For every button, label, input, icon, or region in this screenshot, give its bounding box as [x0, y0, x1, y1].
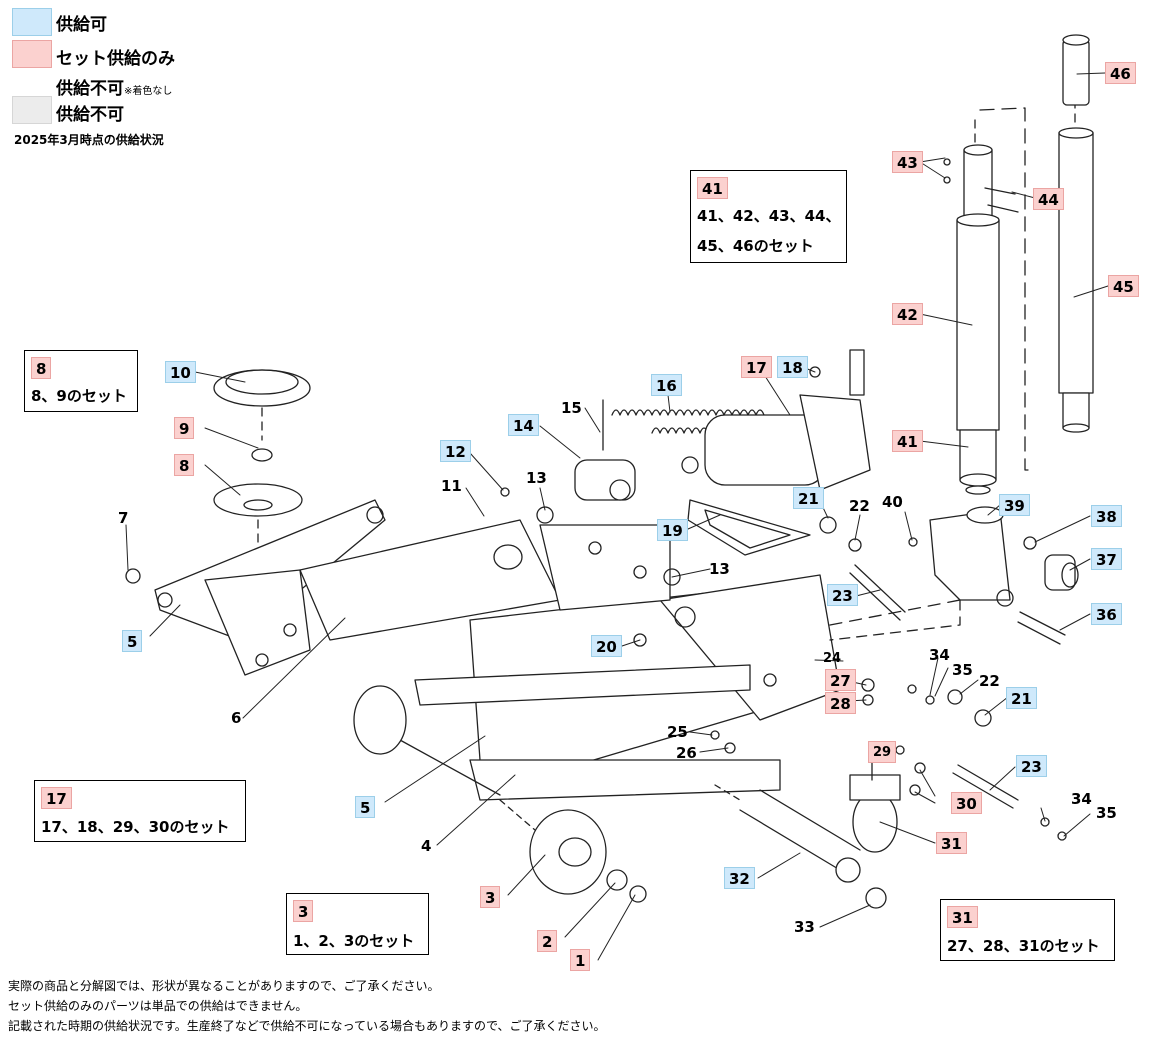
- part-tag: 5: [122, 630, 143, 652]
- part-tag: 14: [508, 414, 539, 436]
- part-tag: 2: [537, 930, 558, 952]
- legend-label-unavailable-gray: 供給不可: [56, 105, 124, 125]
- set-box-line: 1、2、3のセット: [293, 932, 415, 950]
- part-tag: 42: [892, 303, 923, 325]
- part-tag: 7: [118, 509, 129, 527]
- set-box-8: 8 8、9のセット: [24, 350, 138, 412]
- part-tag: 24: [823, 651, 842, 666]
- handle-bracket: [829, 506, 1079, 645]
- footer-note: 記載された時期の供給状況です。生産終了などで供給不可になっている場合もありますの…: [8, 1019, 606, 1033]
- legend-date-note: 2025年3月時点の供給状況: [14, 133, 164, 147]
- part-tag: 41: [892, 430, 923, 452]
- part-tag: 18: [777, 356, 808, 378]
- part-tag: 19: [657, 519, 688, 541]
- part-tag: 13: [709, 560, 730, 578]
- set-box-3: 3 1、2、3のセット: [286, 893, 429, 955]
- column-assembly-41-46: [943, 34, 1094, 495]
- set-box-line: 41、42、43、44、: [697, 207, 841, 225]
- set-box-number: 41: [697, 177, 728, 199]
- part-tag: 38: [1091, 505, 1122, 527]
- part-tag: 44: [1033, 188, 1064, 210]
- legend-label-unavailable: 供給不可: [56, 79, 124, 99]
- part-tag: 3: [480, 886, 501, 908]
- part-tag: 29: [868, 741, 897, 763]
- part-tag: 36: [1091, 603, 1122, 625]
- set-box-line: 45、46のセット: [697, 237, 814, 255]
- part-tag: 21: [793, 487, 824, 509]
- set-box-line: 17、18、29、30のセット: [41, 818, 230, 836]
- part-tag: 33: [794, 918, 815, 936]
- part-tag: 23: [1016, 755, 1047, 777]
- part-tag: 15: [561, 399, 582, 417]
- set-box-17: 17 17、18、29、30のセット: [34, 780, 246, 842]
- part-tag: 25: [667, 723, 688, 741]
- set-box-number: 3: [293, 900, 314, 922]
- legend-note-uncolored: ※着色なし: [124, 86, 173, 97]
- hydraulic-unit: [574, 349, 871, 501]
- set-box-line: 8、9のセット: [31, 387, 127, 405]
- legend-swatch-unavailable: [12, 96, 52, 124]
- part-tag: 26: [676, 744, 697, 762]
- part-tag: 22: [979, 672, 1000, 690]
- part-tag: 40: [882, 493, 903, 511]
- set-box-number: 17: [41, 787, 72, 809]
- part-tag: 30: [951, 792, 982, 814]
- part-tag: 32: [724, 867, 755, 889]
- part-tag: 46: [1105, 62, 1136, 84]
- set-box-31: 31 27、28、31のセット: [940, 899, 1115, 961]
- part-tag: 22: [849, 497, 870, 515]
- part-tag: 20: [591, 635, 622, 657]
- part-tag: 11: [441, 477, 462, 495]
- part-tag: 10: [165, 361, 196, 383]
- part-tag: 12: [440, 440, 471, 462]
- part-tag: 43: [892, 151, 923, 173]
- legend-label-set-only: セット供給のみ: [56, 49, 175, 69]
- set-box-41: 41 41、42、43、44、 45、46のセット: [690, 170, 847, 263]
- legend-swatch-available: [12, 8, 52, 36]
- part-tag: 45: [1108, 275, 1139, 297]
- part-tag: 17: [741, 356, 772, 378]
- footer-note: 実際の商品と分解図では、形状が異なることがありますので、ご了承ください。: [8, 979, 440, 993]
- legend-swatch-set-only: [12, 40, 52, 68]
- part-tag: 34: [1071, 790, 1092, 808]
- part-tag: 34: [929, 646, 950, 664]
- part-tag: 35: [1096, 804, 1117, 822]
- part-tag: 27: [825, 669, 856, 691]
- part-tag: 31: [936, 832, 967, 854]
- part-tag: 23: [827, 584, 858, 606]
- part-tag: 39: [999, 494, 1030, 516]
- legend-label-unavailable-uncolored: 供給不可※着色なし: [56, 74, 172, 99]
- part-tag: 1: [570, 949, 591, 971]
- part-tag: 9: [174, 417, 195, 439]
- part-tag: 5: [355, 796, 376, 818]
- part-tag: 6: [231, 709, 242, 727]
- part-tag: 37: [1091, 548, 1122, 570]
- leader-lines: [125, 72, 1109, 961]
- pins-and-fasteners: [500, 366, 1067, 841]
- part-tag: 8: [174, 454, 195, 476]
- front-wheel-assembly: [353, 685, 647, 903]
- part-tag: 35: [952, 661, 973, 679]
- part-tag: 16: [651, 374, 682, 396]
- part-tag: 13: [526, 469, 547, 487]
- set-box-number: 8: [31, 357, 52, 379]
- part-tag: 21: [1006, 687, 1037, 709]
- part-tag: 4: [421, 837, 432, 855]
- legend-label-available: 供給可: [56, 15, 107, 35]
- jack-frame: [399, 524, 961, 801]
- set-box-number: 31: [947, 906, 978, 928]
- caster-and-rollers: [687, 499, 901, 909]
- set-box-line: 27、28、31のセット: [947, 937, 1100, 955]
- footer-note: セット供給のみのパーツは単品での供給はできません。: [8, 999, 308, 1013]
- part-tag: 28: [825, 692, 856, 714]
